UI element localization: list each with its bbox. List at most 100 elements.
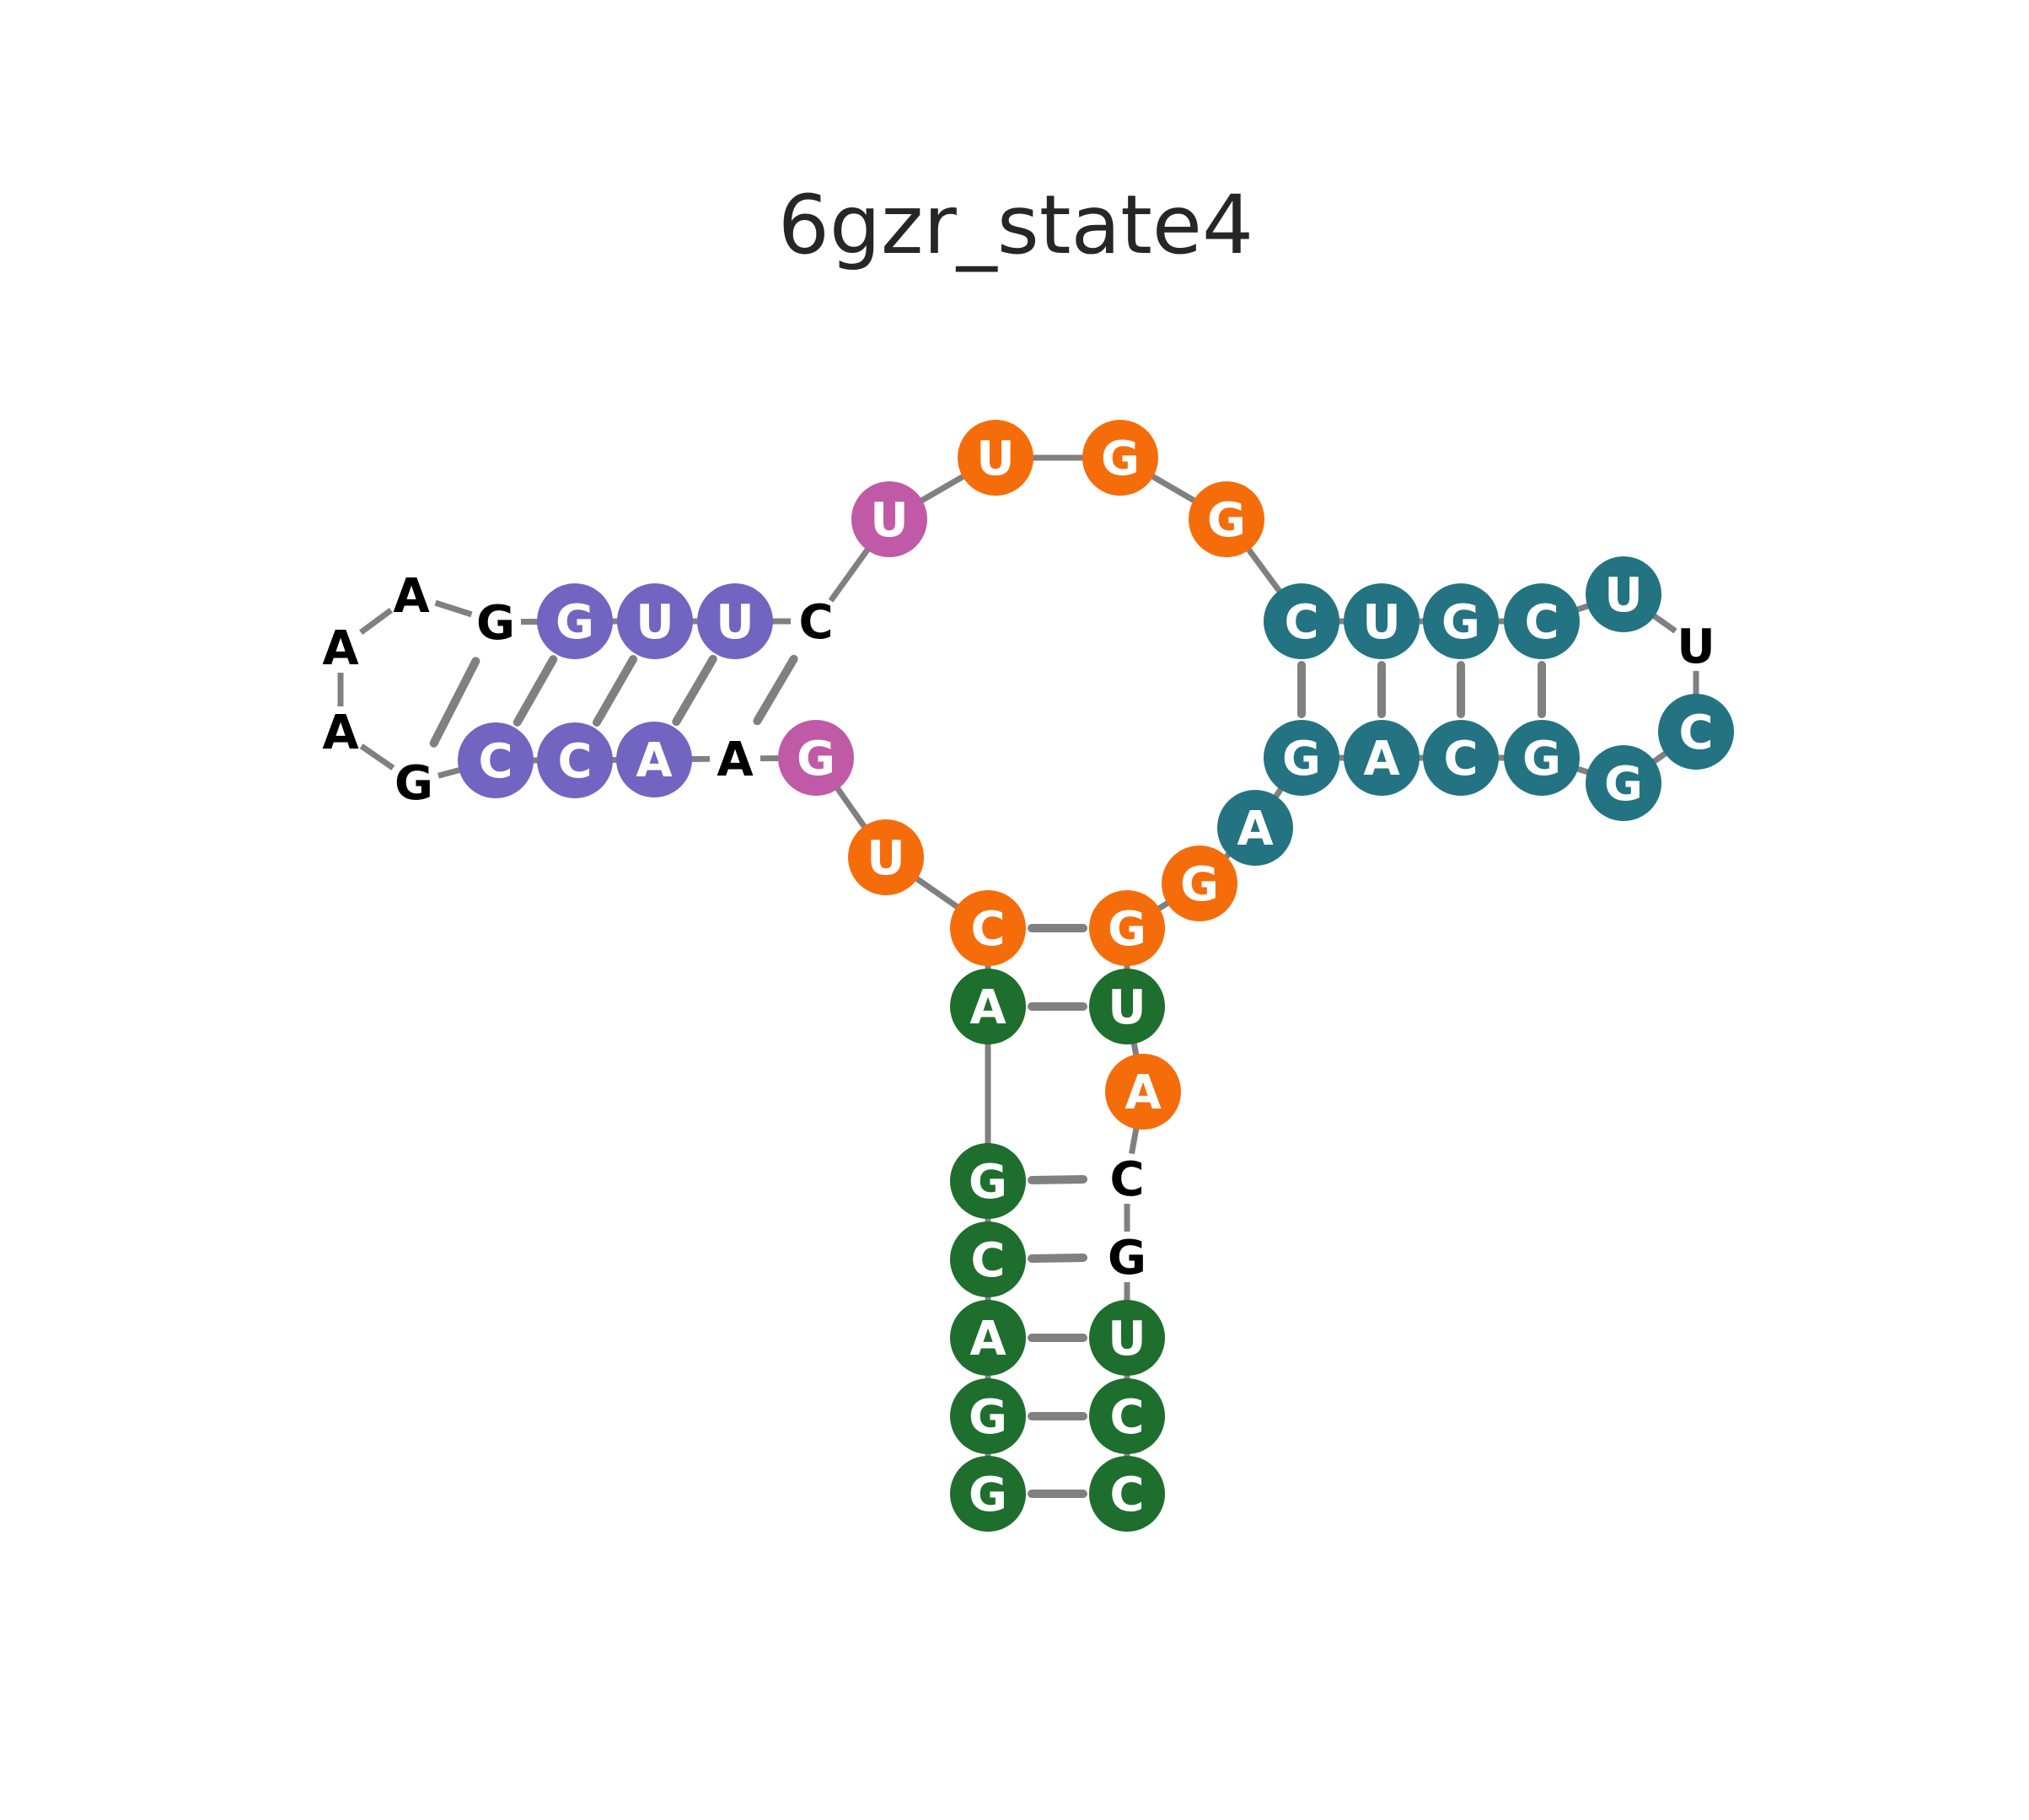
nucleotide-circle — [616, 722, 692, 797]
nucleotide-circle — [1089, 890, 1165, 966]
nucleotide-24: U — [958, 420, 1033, 496]
nucleotide-31: U — [1586, 556, 1661, 632]
nucleotide-letter: A — [1363, 732, 1400, 787]
nucleotide-circle — [1504, 720, 1580, 796]
nucleotide-letter: U — [1108, 1312, 1146, 1366]
nucleotide-letter: G — [1108, 902, 1146, 957]
base-pair-lines — [429, 654, 1546, 1498]
nucleotide-6: A — [950, 969, 1026, 1044]
nucleotide-circle — [1089, 1456, 1165, 1532]
nucleotide-circle — [1217, 790, 1293, 866]
nucleotide-letter: G — [797, 732, 835, 787]
backbone-segment — [834, 786, 868, 829]
backbone-segment — [914, 875, 960, 910]
nucleotide-circle — [950, 1300, 1026, 1376]
nucleotide-letter: A — [636, 733, 673, 788]
nucleotide-circle — [1423, 720, 1499, 796]
backbone-segment — [437, 766, 462, 779]
nucleotide-43: A — [1105, 1054, 1181, 1130]
nucleotide-41: G — [1089, 890, 1165, 966]
nucleotide-circle — [537, 583, 613, 659]
nucleotide-letter: U — [1677, 620, 1715, 674]
nucleotide-13: C — [458, 722, 534, 798]
nucleotide-letter: C — [1524, 595, 1559, 650]
nucleotide-letter: C — [798, 595, 833, 650]
nucleotide-26: G — [1189, 481, 1264, 557]
base-pair-line — [592, 655, 638, 727]
nucleotide-letter: A — [322, 621, 359, 676]
nucleotide-circle — [1586, 745, 1661, 821]
nucleotide-11: A — [616, 722, 692, 797]
nucleotide-7: C — [950, 890, 1026, 966]
nucleotide-circle — [1089, 1300, 1165, 1376]
nucleotide-letter: C — [1678, 706, 1713, 760]
backbone-segment — [1156, 899, 1171, 912]
backbone-segment — [1245, 546, 1283, 594]
nucleotide-letter: C — [478, 734, 513, 789]
nucleotide-44: C — [1109, 1152, 1144, 1207]
nucleotide-12: C — [537, 722, 613, 798]
nucleotide-letter: C — [1443, 732, 1478, 787]
nucleotide-45: G — [1108, 1231, 1146, 1286]
nucleotide-letter: G — [1180, 857, 1219, 912]
backbone-segment — [359, 744, 395, 770]
nucleotide-18: G — [476, 596, 515, 651]
backbone-segment — [1150, 473, 1197, 504]
nucleotide-circle — [1264, 583, 1339, 659]
backbone-segment — [1272, 786, 1285, 800]
nucleotide-letter: C — [970, 1233, 1005, 1288]
nucleotide-letter: C — [1109, 1468, 1144, 1522]
nucleotide-letter: C — [1109, 1152, 1144, 1207]
nucleotide-23: U — [851, 481, 927, 557]
nucleotide-letter: C — [1284, 595, 1318, 650]
nucleotide-circle — [1344, 720, 1420, 796]
nucleotide-32: U — [1677, 620, 1715, 674]
nucleotide-letter: A — [322, 706, 359, 760]
nucleotide-circle — [950, 1378, 1026, 1454]
nucleotide-circle — [950, 1221, 1026, 1297]
nucleotide-25: G — [1082, 420, 1158, 496]
nucleotide-34: G — [1586, 745, 1661, 821]
nucleotide-circle — [950, 969, 1026, 1044]
nucleotide-letter: G — [1101, 432, 1140, 486]
nucleotide-circle — [851, 481, 927, 557]
nucleotide-17: A — [393, 569, 430, 624]
nucleotide-circle — [1162, 846, 1237, 921]
nucleotide-39: A — [1217, 790, 1293, 866]
nucleotide-letter: A — [717, 733, 754, 787]
nucleotide-circle — [950, 1456, 1026, 1532]
nucleotide-letter: G — [556, 595, 594, 650]
backbone-segment — [1129, 1126, 1140, 1155]
nucleotide-letter: U — [636, 595, 674, 650]
nucleotide-9: G — [778, 720, 854, 796]
nucleotide-4: C — [950, 1221, 1026, 1297]
nucleotide-33: C — [1658, 694, 1734, 770]
nucleotide-circle — [778, 720, 854, 796]
nucleotide-37: A — [1344, 720, 1420, 796]
nucleotide-circle — [1089, 969, 1165, 1044]
nucleotide-letter: G — [1604, 757, 1643, 812]
nucleotide-circle — [1082, 420, 1158, 496]
nucleotide-letter: G — [476, 596, 515, 651]
backbone-segment — [1651, 613, 1677, 634]
base-pair-line — [429, 657, 480, 748]
diagram-title: 6gzr_state4 — [778, 178, 1253, 272]
nucleotide-letter: C — [557, 734, 592, 789]
nucleotide-14: G — [395, 756, 433, 811]
backbone-segment — [1130, 1041, 1140, 1057]
nucleotide-circle — [697, 583, 773, 659]
nucleotide-35: G — [1504, 720, 1580, 796]
nucleotide-38: G — [1264, 720, 1339, 796]
nucleotide-36: C — [1423, 720, 1499, 796]
backbone-segment — [919, 473, 966, 504]
nucleotide-circle — [950, 890, 1026, 966]
nucleotide-letter: A — [1237, 802, 1274, 856]
nucleotide-8: U — [848, 819, 924, 895]
nucleotide-letter: G — [969, 1468, 1007, 1522]
nucleotide-30: C — [1504, 583, 1580, 659]
nucleotide-letter: U — [1604, 568, 1642, 623]
nucleotide-circle — [458, 722, 534, 798]
nucleotide-circle — [1105, 1054, 1181, 1130]
nucleotide-letter: G — [969, 1155, 1007, 1210]
nucleotide-20: U — [617, 583, 693, 659]
